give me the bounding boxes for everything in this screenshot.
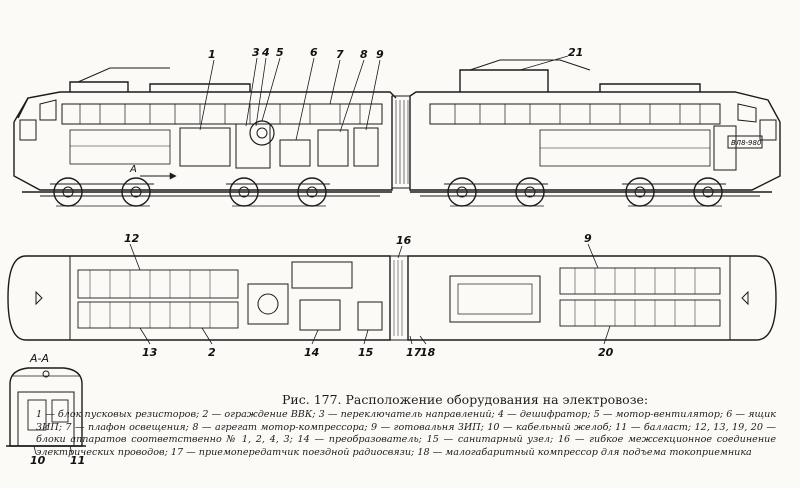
plan-view (7, 243, 777, 345)
figure-legend: 1 — блок пусковых резисторов; 2 — огражд… (36, 409, 776, 458)
callout-8: 8 (360, 48, 368, 61)
callout-7: 7 (336, 48, 344, 61)
callout-20: 20 (598, 346, 614, 359)
section-aa (6, 367, 86, 455)
callout-1: 1 (208, 48, 216, 61)
callout-11: 11 (70, 454, 85, 467)
callout-17: 17 (406, 346, 422, 359)
callout-3: 3 (252, 46, 260, 59)
callout-21: 21 (568, 46, 583, 59)
figure-caption-title: Рис. 177. Расположение оборудования на э… (282, 392, 649, 407)
callout-14: 14 (304, 346, 319, 359)
callout-18: 18 (420, 346, 436, 359)
callout-13: 13 (142, 346, 158, 359)
loco-plate: ВЛ8-980 (731, 139, 762, 147)
callout-9: 9 (376, 48, 384, 61)
callout-9-plan: 9 (584, 232, 592, 245)
callout-15: 15 (358, 346, 374, 359)
callout-5: 5 (276, 46, 284, 59)
callout-12: 12 (124, 232, 140, 245)
section-arrow-label: А (129, 164, 137, 175)
section-label: А-А (29, 352, 49, 365)
callout-6: 6 (310, 46, 318, 59)
callout-16: 16 (396, 234, 412, 247)
callout-10: 10 (30, 454, 46, 467)
callout-4: 4 (261, 46, 270, 59)
side-view (13, 55, 781, 207)
callout-2: 2 (208, 346, 216, 359)
